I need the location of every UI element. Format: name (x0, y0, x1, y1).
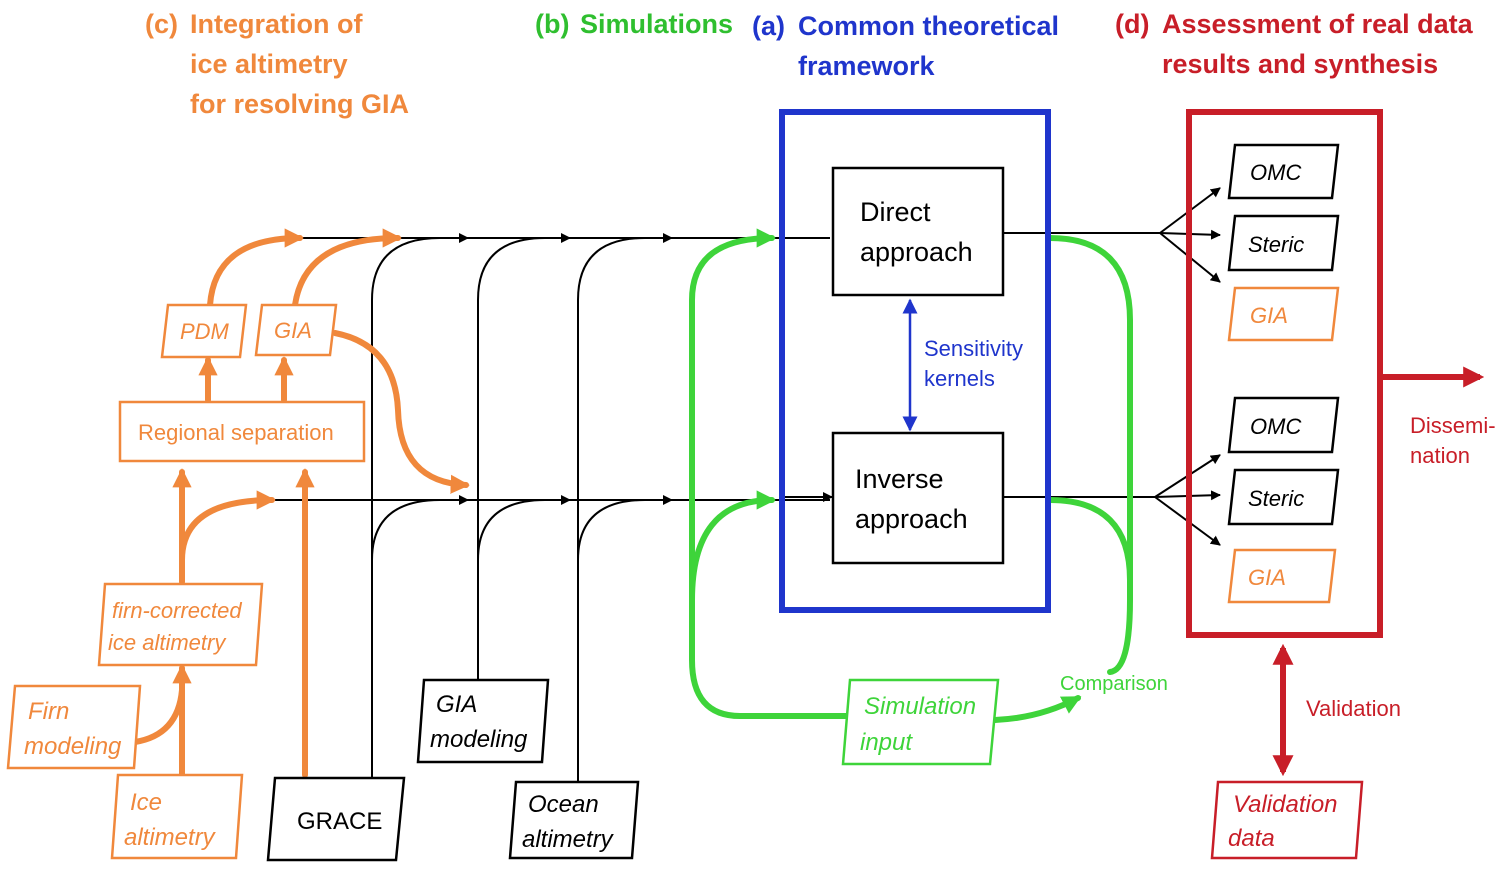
header-d-line-2: results and synthesis (1162, 49, 1438, 79)
pdm-box: PDM (160, 303, 248, 359)
inverse-approach-box: Inverse approach (831, 431, 1005, 565)
svg-text:input: input (860, 729, 913, 756)
gia-model-feed-bottom (477, 499, 546, 561)
pdm-to-top (207, 228, 304, 308)
orange-flow (132, 228, 470, 778)
direct-approach-line-2: approach (860, 237, 973, 267)
gia-bottom-box: GIA (1227, 548, 1337, 604)
header-a-tag: (a) (752, 11, 785, 41)
svg-text:GIA: GIA (274, 318, 312, 343)
svg-text:modeling: modeling (24, 733, 122, 760)
green-flow (689, 228, 1133, 723)
sim-input-to-inverse (689, 490, 776, 603)
direct-approach-box: Direct approach (831, 166, 1005, 297)
header-d-tag: (d) (1115, 9, 1149, 39)
omc-bottom-box: OMC (1227, 396, 1340, 454)
simulation-input-box: Simulation input (841, 678, 1000, 766)
svg-text:GRACE: GRACE (297, 808, 382, 835)
firn-modeling-box: Firn modeling (6, 684, 142, 770)
svg-text:OMC: OMC (1250, 160, 1301, 185)
comparison-label: Comparison (1060, 673, 1168, 695)
firn-corrected-box: firn-corrected ice altimetry (97, 582, 264, 667)
firn-model-to-firn-corrected (132, 687, 185, 745)
svg-text:Ocean: Ocean (528, 791, 599, 818)
svg-text:firn-corrected: firn-corrected (112, 598, 242, 623)
grace-feed-bottom (371, 499, 441, 561)
sensitivity-kernels-label: Sensitivity kernels (924, 336, 1023, 391)
validation-data-box: Validation data (1210, 780, 1364, 860)
header-b: (b) Simulations (535, 9, 733, 39)
svg-text:modeling: modeling (430, 726, 528, 753)
assessment-box (1186, 109, 1383, 638)
header-d-line-1: Assessment of real data (1162, 9, 1474, 39)
ocean-feed-top (577, 237, 646, 785)
header-a: (a) Common theoretical framework (752, 11, 1059, 81)
svg-text:Steric: Steric (1248, 486, 1304, 511)
omc-top-box: OMC (1227, 143, 1340, 200)
gia-model-feed-top (477, 237, 546, 680)
steric-bottom-box: Steric (1227, 468, 1340, 526)
header-c-line-2: ice altimetry (190, 49, 348, 79)
svg-text:Firn: Firn (28, 698, 69, 725)
grace-box: GRACE (266, 776, 406, 862)
svg-text:Simulation: Simulation (864, 693, 976, 720)
header-a-line-2: framework (798, 51, 936, 81)
firn-corrected-to-bottom (179, 490, 276, 563)
validation-label: Validation (1306, 696, 1401, 721)
svg-text:altimetry: altimetry (522, 826, 615, 853)
grace-feed-top (371, 237, 441, 780)
svg-text:altimetry: altimetry (124, 824, 217, 851)
header-c-line-1: Integration of (190, 9, 363, 39)
header-c-tag: (c) (145, 9, 178, 39)
inverse-approach-line-1: Inverse (855, 464, 944, 494)
gia-top-box: GIA (1227, 286, 1340, 342)
svg-text:Steric: Steric (1248, 232, 1304, 257)
gia-separation-box: GIA (254, 303, 338, 357)
steric-top-box: Steric (1227, 214, 1340, 272)
svg-text:data: data (1228, 825, 1275, 852)
header-c-line-3: for resolving GIA (190, 89, 409, 119)
ocean-altimetry-box: Ocean altimetry (508, 780, 640, 860)
sim-input-to-direct (689, 228, 853, 719)
svg-text:OMC: OMC (1250, 414, 1301, 439)
svg-text:GIA: GIA (436, 691, 477, 718)
svg-text:Sensitivity: Sensitivity (924, 336, 1023, 361)
sim-input-to-comparison (992, 695, 1082, 723)
inverse-to-comparison (1047, 497, 1133, 583)
header-a-line-1: Common theoretical (798, 11, 1059, 41)
header-b-text: Simulations (580, 9, 733, 39)
ice-altimetry-box: Ice altimetry (110, 773, 244, 860)
gia-modeling-box: GIA modeling (416, 678, 550, 764)
framework-box (779, 109, 1051, 613)
svg-text:Dissemi-: Dissemi- (1410, 413, 1496, 438)
svg-text:ice altimetry: ice altimetry (108, 630, 227, 655)
header-b-tag: (b) (535, 9, 569, 39)
svg-text:nation: nation (1410, 443, 1470, 468)
regional-separation-box: Regional separation (118, 400, 366, 463)
svg-text:GIA: GIA (1250, 303, 1288, 328)
red-flow (1272, 366, 1485, 777)
inverse-approach-line-2: approach (855, 504, 968, 534)
svg-text:Validation: Validation (1233, 791, 1338, 818)
gia-to-top (292, 228, 402, 308)
svg-text:GIA: GIA (1248, 565, 1286, 590)
header-c: (c) Integration of ice altimetry for res… (145, 9, 409, 119)
ocean-feed-bottom (577, 499, 646, 561)
svg-text:PDM: PDM (180, 319, 230, 344)
dissemination-label: Dissemi- nation (1410, 413, 1496, 468)
header-d: (d) Assessment of real data results and … (1115, 9, 1474, 79)
svg-text:kernels: kernels (924, 366, 995, 391)
direct-approach-line-1: Direct (860, 197, 931, 227)
svg-text:Regional separation: Regional separation (138, 420, 334, 445)
direct-to-comparison (1047, 235, 1133, 675)
gia-to-bottom (332, 330, 470, 494)
svg-text:Ice: Ice (130, 789, 162, 816)
